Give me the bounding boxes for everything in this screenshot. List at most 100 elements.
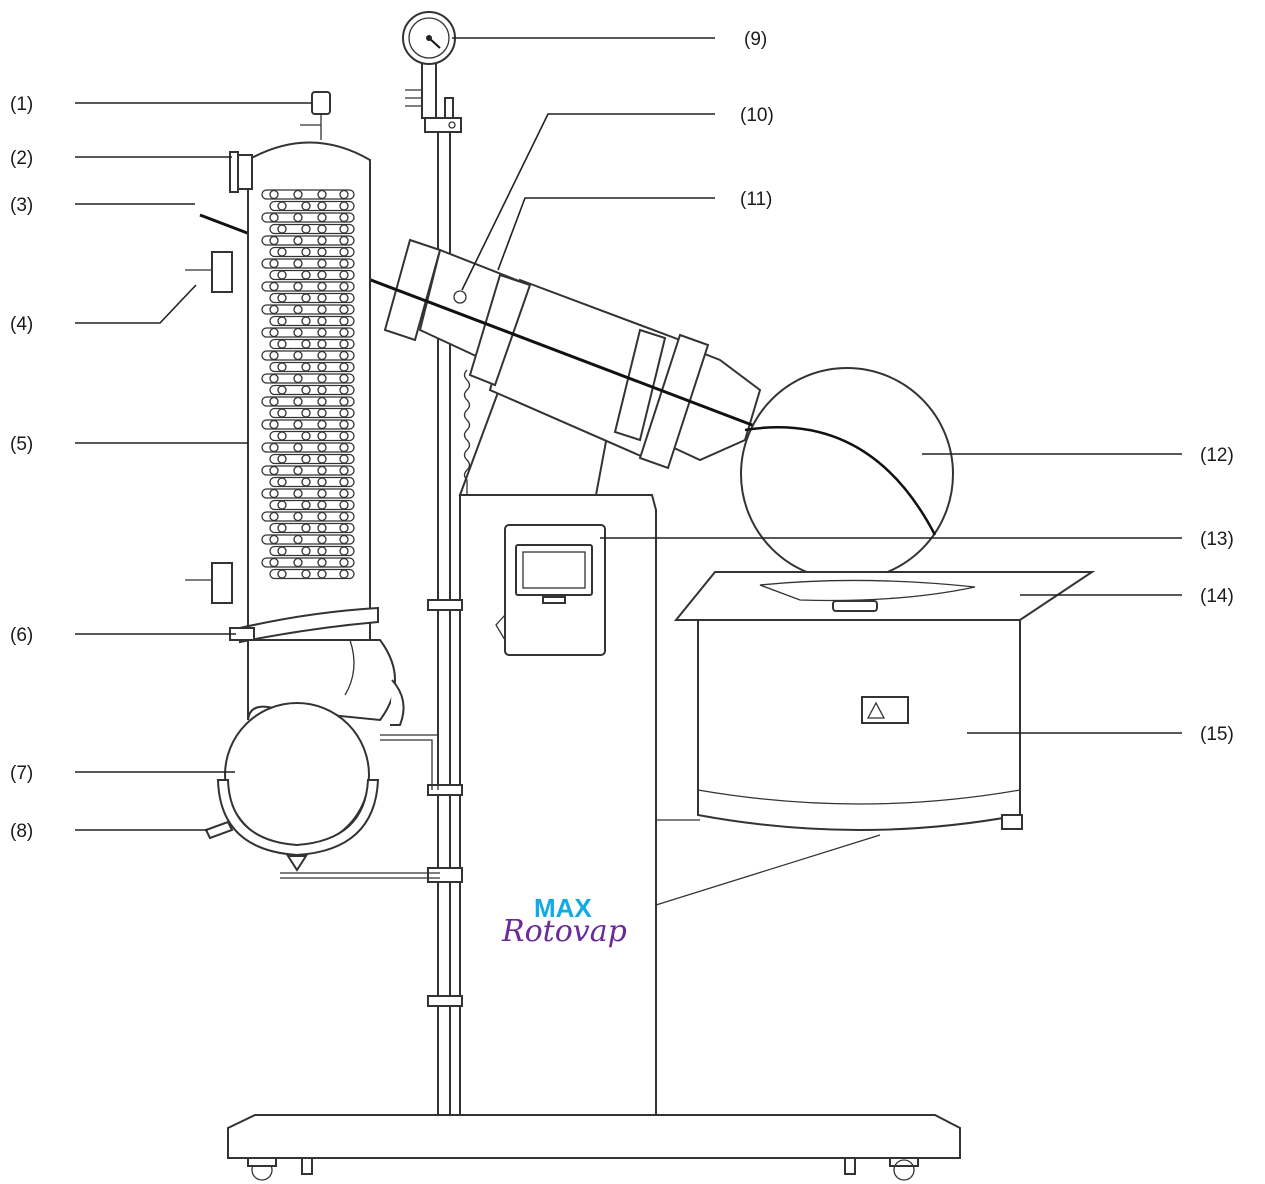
coil-node — [293, 396, 303, 407]
coil-node — [277, 247, 287, 257]
coil-node — [317, 523, 327, 533]
brand-logo: MAX Rotovap — [501, 893, 627, 949]
coil-node — [339, 454, 349, 464]
coil-node — [317, 511, 327, 522]
coil-node — [317, 569, 327, 579]
coil-node — [277, 201, 287, 211]
coil-node — [277, 362, 287, 372]
coil-node — [269, 350, 279, 361]
coil-node — [339, 431, 349, 441]
coil-node — [339, 557, 349, 568]
coil-node — [317, 362, 327, 372]
coil-loop — [261, 419, 355, 430]
coil-node — [277, 270, 287, 280]
coil-node — [317, 327, 327, 338]
coil-loop — [261, 373, 355, 384]
coil-node — [317, 304, 327, 315]
coil-node — [339, 442, 349, 453]
coil-node — [269, 488, 279, 499]
coil-node — [317, 373, 327, 384]
coil-node — [301, 500, 311, 510]
coil-node — [269, 419, 279, 430]
coil-node — [317, 247, 327, 257]
coil-node — [301, 385, 311, 395]
coil-node — [317, 419, 327, 430]
coil-loop — [269, 269, 355, 281]
coil-node — [293, 189, 303, 200]
label-4: (4) — [10, 314, 33, 335]
label-5: (5) — [10, 434, 33, 455]
coil-node — [277, 316, 287, 326]
coil-node — [293, 511, 303, 522]
coil-node — [269, 534, 279, 545]
coil-node — [317, 350, 327, 361]
coil-node — [339, 546, 349, 556]
coil-node — [339, 224, 349, 234]
label-7: (7) — [10, 763, 33, 784]
coil-node — [317, 442, 327, 453]
vacuum-gauge — [402, 11, 456, 65]
coil-node — [301, 569, 311, 579]
coil-node — [269, 327, 279, 338]
coil-node — [339, 477, 349, 487]
rotary-arm — [199, 213, 762, 470]
coil-node — [339, 385, 349, 395]
coil-node — [317, 500, 327, 510]
receiving-flask — [204, 639, 440, 879]
coil-loop — [269, 292, 355, 304]
label-9: (9) — [744, 29, 767, 50]
coil-node — [277, 408, 287, 418]
callout-labels: (1) (2) (3) (4) (5) (6) (7) (8) (9) (10)… — [10, 29, 1234, 842]
label-14: (14) — [1200, 586, 1234, 607]
coil-loop — [269, 200, 355, 212]
leader-lines — [75, 37, 1182, 831]
coil-node — [317, 488, 327, 499]
coil-loop — [261, 258, 355, 269]
coil-node — [269, 373, 279, 384]
coil-node — [317, 316, 327, 326]
coil-node — [317, 546, 327, 556]
coil-node — [293, 442, 303, 453]
coil-node — [317, 293, 327, 303]
coil-node — [339, 201, 349, 211]
coil-node — [301, 408, 311, 418]
coil-node — [317, 454, 327, 464]
coil-node — [277, 385, 287, 395]
coil-node — [277, 477, 287, 487]
coil-node — [339, 235, 349, 246]
coil-loop — [269, 246, 355, 258]
coil-node — [301, 293, 311, 303]
coil-node — [317, 201, 327, 211]
coil-loop — [261, 212, 355, 223]
coil-node — [339, 281, 349, 292]
coil-loop — [269, 384, 355, 396]
coil-loop — [261, 465, 355, 476]
coil-node — [301, 224, 311, 234]
coil-node — [317, 557, 327, 568]
coil-node — [317, 534, 327, 545]
coil-node — [301, 454, 311, 464]
coil-loop — [269, 315, 355, 327]
coil-node — [339, 350, 349, 361]
label-2: (2) — [10, 148, 33, 169]
coil-node — [317, 270, 327, 280]
coil-node — [339, 339, 349, 349]
coil-node — [317, 212, 327, 223]
coil-node — [317, 258, 327, 269]
logo-rotovap-text: Rotovap — [501, 914, 627, 949]
coil-node — [339, 293, 349, 303]
coil-node — [269, 396, 279, 407]
coil-node — [293, 258, 303, 269]
coil-node — [301, 523, 311, 533]
coil-node — [301, 546, 311, 556]
coil-node — [293, 373, 303, 384]
coil-node — [277, 339, 287, 349]
coil-loop — [261, 189, 355, 200]
coil-loop — [261, 534, 355, 545]
coil-node — [269, 465, 279, 476]
coil-node — [317, 339, 327, 349]
condenser — [185, 91, 379, 644]
coil-node — [277, 454, 287, 464]
label-3: (3) — [10, 195, 33, 216]
